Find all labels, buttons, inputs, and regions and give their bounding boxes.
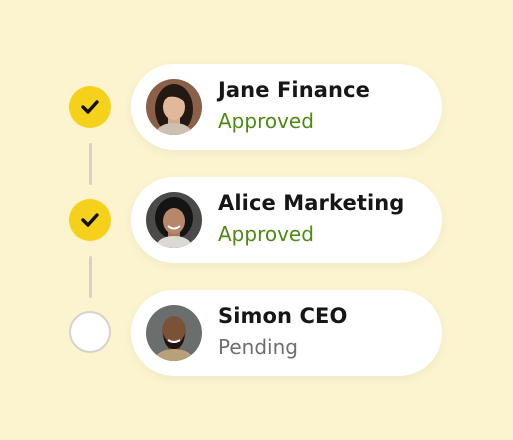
approver-name: Alice Marketing (218, 191, 405, 215)
avatar (146, 79, 202, 135)
approver-name: Jane Finance (218, 78, 370, 102)
approver-name: Simon CEO (218, 304, 348, 328)
approval-status: Approved (218, 222, 314, 246)
step-complete-indicator (69, 86, 111, 128)
checkmark-icon (81, 213, 99, 227)
approver-card: Jane Finance Approved (131, 64, 442, 150)
approval-status: Pending (218, 335, 298, 359)
step-pending-indicator (69, 311, 111, 353)
avatar (146, 192, 202, 248)
timeline-connector (89, 256, 92, 298)
approver-card: Alice Marketing Approved (131, 177, 442, 263)
approver-card: Simon CEO Pending (131, 290, 442, 376)
avatar (146, 305, 202, 361)
step-complete-indicator (69, 199, 111, 241)
timeline-connector (89, 143, 92, 185)
approval-status: Approved (218, 109, 314, 133)
checkmark-icon (81, 100, 99, 114)
